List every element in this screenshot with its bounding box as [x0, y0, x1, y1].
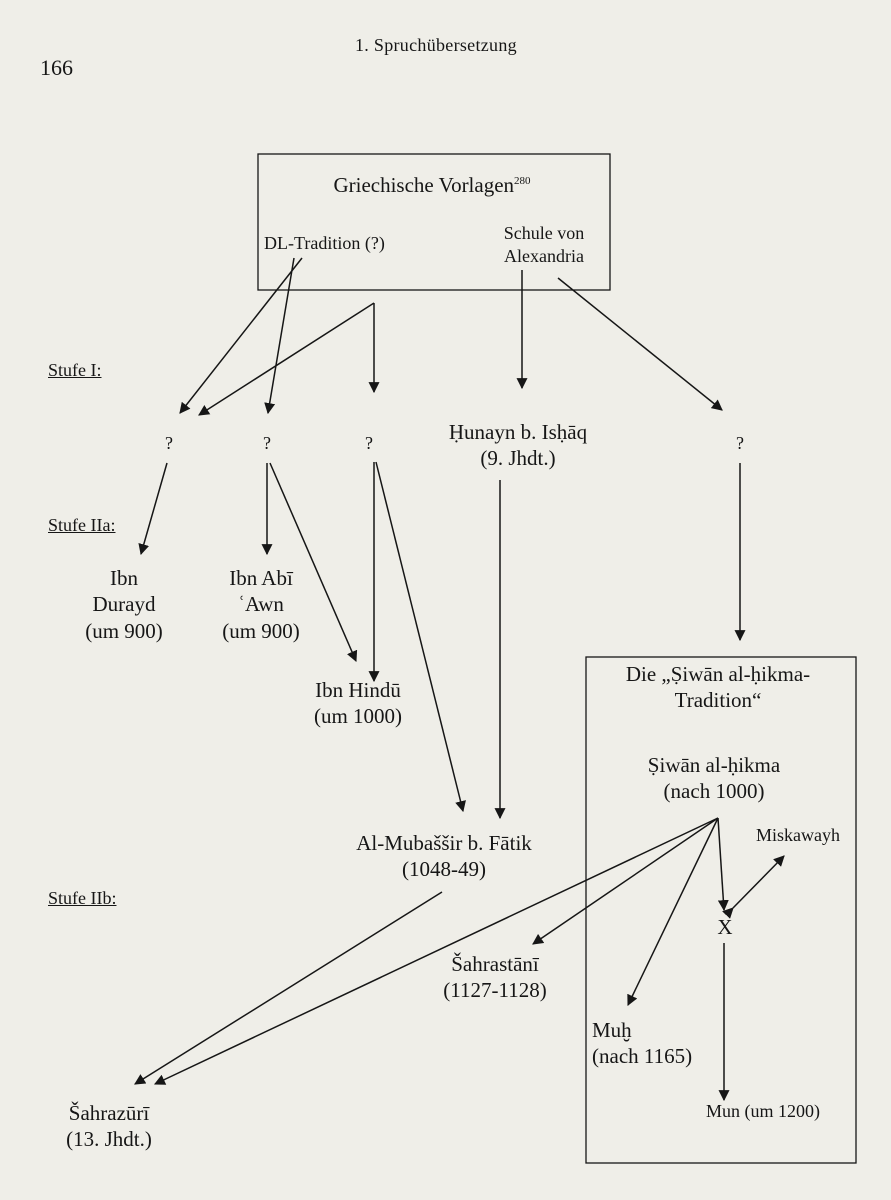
dl-tradition-label: DL-Tradition (?)	[264, 233, 385, 253]
schule-alexandria-label: Schule von Alexandria	[503, 223, 585, 266]
arrow-mubassir-to-sahrazuri	[134, 891, 443, 1085]
node-hunayn: Ḥunayn b. Isḥāq (9. Jhdt.)	[448, 420, 588, 471]
node-sahrazuri: Šahrazūrī (13. Jhdt.)	[66, 1101, 152, 1152]
unknown-node-4: ?	[736, 433, 744, 453]
unknown-node-1: ?	[165, 433, 173, 453]
node-ibn-abi-awn: Ibn Abī ʿAwn (um 900)	[222, 566, 300, 643]
siwan-tradition-box	[585, 656, 857, 1164]
node-mun: Mun (um 1200)	[706, 1101, 820, 1121]
footnote-ref: 280	[514, 175, 531, 187]
arrow-box-to-q1	[198, 302, 375, 416]
unknown-node-3: ?	[365, 433, 373, 453]
node-sahrastani: Šahrastānī (1127-1128)	[443, 952, 547, 1003]
running-head: 1. Spruchübersetzung	[355, 35, 517, 55]
arrow-siwan-to-sahrazuri	[154, 817, 719, 1085]
siwan-tradition-title: Die „Ṣiwān al-ḥikma- Tradition“	[625, 662, 811, 713]
arrow-schule-to-q4	[557, 277, 723, 411]
node-miskawayh: Miskawayh	[756, 825, 840, 845]
node-mubassir: Al-Mubaššir b. Fātik (1048-49)	[356, 831, 532, 882]
stage-label-stufe-2b: Stufe IIb:	[48, 888, 117, 908]
unknown-node-2: ?	[263, 433, 271, 453]
page-number: 166	[40, 55, 73, 80]
node-x-hyparchetype: X	[717, 915, 733, 939]
arrow-q3-to-mubassir	[375, 461, 466, 813]
arrow-dl-to-q2	[264, 257, 295, 415]
stage-label-stufe-2a: Stufe IIa:	[48, 515, 116, 535]
arrow-q2-to-ibn-hindu	[269, 462, 358, 663]
arrow-siwan-to-muh	[627, 817, 719, 1006]
source-box	[257, 153, 611, 291]
source-box-title: Griechische Vorlagen280	[333, 172, 530, 198]
arrow-x-miskawayh	[722, 855, 785, 919]
arrow-q1-to-ibn-durayd	[138, 462, 168, 556]
node-siwan-al-hikma: Ṣiwān al-ḥikma (nach 1000)	[647, 753, 781, 804]
node-muh: Muḫ (nach 1165)	[592, 1018, 693, 1069]
stage-label-stufe-1: Stufe I:	[48, 360, 102, 380]
source-title-text: Griechische Vorlagen	[333, 173, 515, 197]
node-ibn-hindu: Ibn Hindū (um 1000)	[313, 678, 403, 729]
node-ibn-durayd: Ibn Durayd (um 900)	[85, 566, 163, 643]
arrow-siwan-to-sahrastani	[532, 817, 719, 945]
arrow-siwan-to-x	[717, 817, 729, 912]
arrow-dl-to-q1	[179, 257, 303, 414]
